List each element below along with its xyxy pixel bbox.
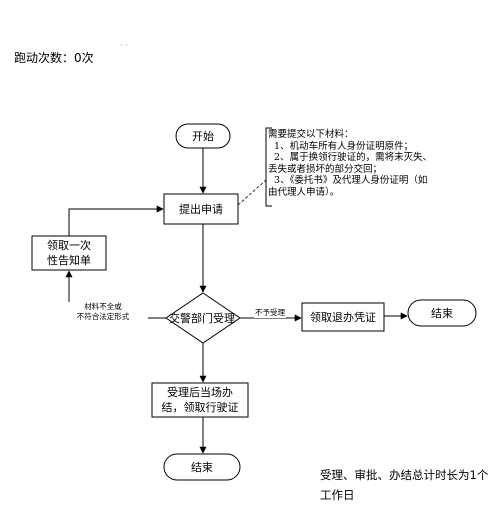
notice-label: 领取一次性告知单 bbox=[32, 236, 106, 270]
handle-label-text: 受理后当场办结，领取行驶证 bbox=[161, 386, 239, 414]
end-final-label: 结束 bbox=[191, 460, 213, 474]
apply-label: 提出申请 bbox=[179, 202, 223, 216]
top-mark: ‘ ’ bbox=[120, 43, 128, 52]
notice-label-text: 领取一次性告知单 bbox=[47, 239, 91, 267]
apply-box bbox=[163, 193, 239, 225]
reject-label: 不予受理 bbox=[254, 308, 286, 318]
incomplete-materials-label: 材料不全或 不符合法定形式 bbox=[58, 302, 148, 322]
end-terminal-reject bbox=[407, 299, 477, 327]
refund-label: 领取退办凭证 bbox=[310, 310, 376, 324]
notice-box bbox=[31, 235, 107, 271]
end-terminal-final bbox=[163, 453, 241, 481]
refund-box bbox=[301, 302, 385, 332]
note-bracket bbox=[265, 127, 272, 207]
handle-label: 受理后当场办结，领取行驶证 bbox=[152, 383, 248, 417]
start-label: 开始 bbox=[192, 129, 214, 143]
materials-note: 需要提交以下材料： 1、机动车所有人身份证明原件； 2、属于换领行驶证的，需将未… bbox=[268, 129, 433, 198]
timing-footnote: 受理、审批、办结总计时长为1个工作日 bbox=[320, 468, 489, 502]
note-connector bbox=[237, 179, 267, 206]
decision-label: 交警部门受理 bbox=[169, 311, 235, 325]
handle-box bbox=[151, 382, 249, 418]
end-reject-label: 结束 bbox=[431, 306, 453, 320]
run-count-text: 跑动次数：0次 bbox=[14, 51, 94, 65]
arrow-notice-to-apply bbox=[68, 205, 164, 236]
